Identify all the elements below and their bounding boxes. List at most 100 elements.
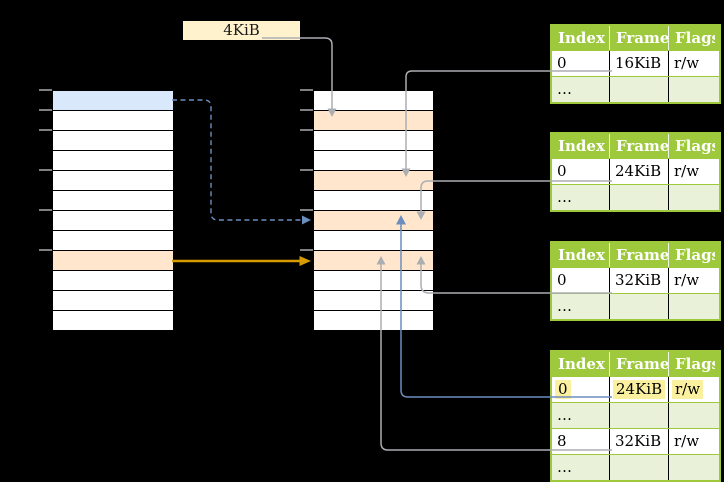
index-cell: … (557, 458, 572, 476)
tick-mark (39, 249, 52, 251)
tick-mark (39, 209, 52, 211)
physical-frame-row (314, 111, 433, 131)
frame-cell: 16KiB (609, 51, 668, 76)
table-row: 8 32KiB r/w (552, 428, 719, 454)
virtual-page-row (53, 151, 173, 171)
highlight-value: 0 (555, 380, 571, 399)
column-header-flags: Flags (668, 243, 715, 267)
flags-cell: r/w (668, 159, 715, 184)
virtual-page-row (53, 311, 173, 330)
column-header-frame: Frame (609, 134, 668, 158)
flags-cell (668, 403, 715, 428)
page-table-2: Index Frame Flags 0 24KiB r/w … (550, 132, 721, 212)
column-header-flags: Flags (668, 26, 715, 50)
tick-mark (39, 129, 52, 131)
arrow-virtual-blue-page-translation (172, 99, 302, 221)
frame-cell (609, 403, 668, 428)
physical-frame-row (314, 171, 433, 191)
virtual-page-row (53, 271, 173, 291)
frame-cell (609, 77, 668, 102)
flags-cell: r/w (668, 377, 715, 402)
flags-cell: r/w (668, 268, 715, 293)
table-row-highlighted: 0 24KiB r/w (552, 376, 719, 402)
tick-mark (39, 89, 52, 91)
page-size-label: 4KiB (183, 21, 300, 40)
tick-mark (39, 169, 52, 171)
tick-mark (300, 249, 313, 251)
flags-cell: r/w (668, 429, 715, 454)
index-cell: … (557, 188, 572, 206)
virtual-memory-column (52, 90, 174, 331)
table-row: … (552, 184, 719, 210)
virtual-page-row (53, 91, 173, 111)
virtual-memory-ticks (39, 89, 52, 289)
highlight-value: 24KiB (613, 380, 666, 399)
frame-cell: 32KiB (609, 268, 668, 293)
physical-memory-column (313, 90, 434, 331)
column-header-index: Index (558, 246, 605, 264)
physical-frame-row (314, 131, 433, 151)
flags-cell (668, 294, 715, 319)
highlight-value: r/w (672, 380, 704, 399)
dashed-blue-line (172, 99, 302, 221)
virtual-page-row (53, 111, 173, 131)
table-header: Index Frame Flags (552, 26, 719, 50)
tick-mark (300, 209, 313, 211)
column-header-flags: Flags (668, 352, 715, 376)
physical-frame-row (314, 291, 433, 311)
index-cell: 8 (557, 432, 567, 450)
physical-frame-row (314, 311, 433, 330)
index-cell: … (557, 297, 572, 315)
column-header-flags: Flags (668, 134, 715, 158)
table-row: … (552, 454, 719, 480)
flags-cell (668, 185, 715, 210)
index-cell: … (557, 80, 572, 98)
table-row: 0 24KiB r/w (552, 158, 719, 184)
table-header: Index Frame Flags (552, 352, 719, 376)
index-cell: 0 (557, 54, 567, 72)
frame-cell: 24KiB (609, 377, 668, 402)
tick-mark (300, 169, 313, 171)
virtual-page-row (53, 291, 173, 311)
index-cell: 0 (557, 162, 567, 180)
frame-cell: 32KiB (609, 429, 668, 454)
page-table-1: Index Frame Flags 0 16KiB r/w … (550, 24, 721, 104)
table-header: Index Frame Flags (552, 243, 719, 267)
column-header-index: Index (558, 137, 605, 155)
table-row: 0 32KiB r/w (552, 267, 719, 293)
orange-connector (172, 256, 311, 266)
tick-mark (300, 109, 313, 111)
table-row: … (552, 293, 719, 319)
virtual-page-row (53, 251, 173, 271)
page-table-3: Index Frame Flags 0 32KiB r/w … (550, 241, 721, 321)
flags-cell (668, 77, 715, 102)
physical-frame-row (314, 211, 433, 231)
table-row: … (552, 76, 719, 102)
frame-cell (609, 294, 668, 319)
index-cell: … (557, 406, 572, 424)
physical-frame-row (314, 271, 433, 291)
column-header-index: Index (558, 29, 605, 47)
virtual-page-row (53, 211, 173, 231)
virtual-page-row (53, 171, 173, 191)
physical-memory-ticks (300, 89, 313, 289)
page-table-4: Index Frame Flags 0 24KiB r/w … 8 32KiB … (550, 350, 721, 482)
frame-cell: 24KiB (609, 159, 668, 184)
tick-mark (300, 89, 313, 91)
flags-cell (668, 455, 715, 480)
physical-frame-row (314, 91, 433, 111)
virtual-page-row (53, 191, 173, 211)
tick-mark (300, 129, 313, 131)
column-header-frame: Frame (609, 352, 668, 376)
table-row: 0 16KiB r/w (552, 50, 719, 76)
virtual-page-row (53, 131, 173, 151)
column-header-frame: Frame (609, 243, 668, 267)
frame-cell (609, 455, 668, 480)
physical-frame-row (314, 251, 433, 271)
index-cell: 0 (552, 377, 609, 402)
column-header-frame: Frame (609, 26, 668, 50)
physical-frame-row (314, 191, 433, 211)
flags-cell: r/w (668, 51, 715, 76)
virtual-page-row (53, 231, 173, 251)
